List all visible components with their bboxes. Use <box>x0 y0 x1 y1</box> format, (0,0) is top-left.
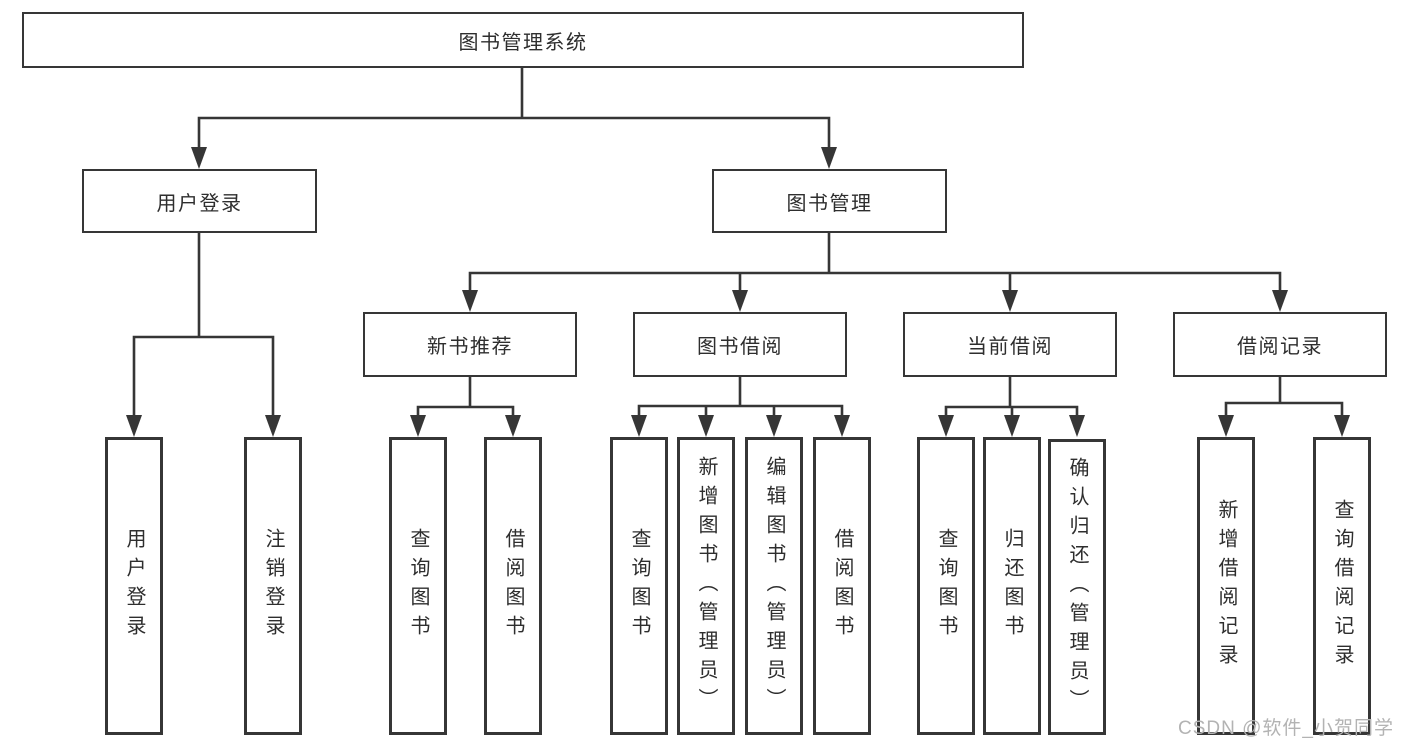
node-current-borrowing: 当前借阅 <box>903 312 1117 377</box>
leaf-confirm-return-admin: 确认归还（管理员） <box>1048 439 1106 735</box>
node-label: 确认归还（管理员） <box>1066 456 1088 718</box>
leaf-add-borrow-record: 新增借阅记录 <box>1197 437 1255 735</box>
leaf-query-borrow-record: 查询借阅记录 <box>1313 437 1371 735</box>
node-label: 查询图书 <box>935 528 957 644</box>
node-user-login-module: 用户登录 <box>82 169 317 233</box>
csdn-watermark: CSDN @软件_小贺同学 <box>1178 718 1394 739</box>
node-label: 借阅图书 <box>831 528 853 644</box>
leaf-return-books: 归还图书 <box>983 437 1041 735</box>
node-label: 新增图书（管理员） <box>695 455 717 717</box>
leaf-query-books-current: 查询图书 <box>917 437 975 735</box>
node-label: 当前借阅 <box>967 336 1053 358</box>
arrowheads <box>126 147 1350 437</box>
node-label: 用户登录 <box>156 192 243 215</box>
node-label: 借阅记录 <box>1237 336 1323 358</box>
leaf-borrow-books: 借阅图书 <box>813 437 871 735</box>
node-label: 注销登录 <box>262 528 284 644</box>
node-label: 编辑图书（管理员） <box>763 455 785 717</box>
leaf-user-login: 用户登录 <box>105 437 163 735</box>
node-label: 新书推荐 <box>427 336 513 358</box>
node-label: 图书管理 <box>786 192 873 215</box>
node-borrowing-records: 借阅记录 <box>1173 312 1387 377</box>
node-book-management-module: 图书管理 <box>712 169 947 233</box>
node-label: 图书管理系统 <box>458 31 588 54</box>
node-book-borrowing: 图书借阅 <box>633 312 847 377</box>
leaf-borrow-books-recommend: 借阅图书 <box>484 437 542 735</box>
node-label: 借阅图书 <box>502 528 524 644</box>
node-label: 新增借阅记录 <box>1215 499 1237 673</box>
node-label: 图书借阅 <box>697 336 783 358</box>
leaf-edit-book-admin: 编辑图书（管理员） <box>745 437 803 735</box>
leaf-add-book-admin: 新增图书（管理员） <box>677 437 735 735</box>
leaf-query-books-borrow: 查询图书 <box>610 437 668 735</box>
node-label: 查询图书 <box>407 528 429 644</box>
node-label: 查询借阅记录 <box>1331 499 1353 673</box>
node-label: 查询图书 <box>628 528 650 644</box>
leaf-query-books-recommend: 查询图书 <box>389 437 447 735</box>
node-library-management-system: 图书管理系统 <box>22 12 1024 68</box>
node-label: 用户登录 <box>123 528 145 644</box>
leaf-logout: 注销登录 <box>244 437 302 735</box>
node-label: 归还图书 <box>1001 528 1023 644</box>
node-new-book-recommendation: 新书推荐 <box>363 312 577 377</box>
